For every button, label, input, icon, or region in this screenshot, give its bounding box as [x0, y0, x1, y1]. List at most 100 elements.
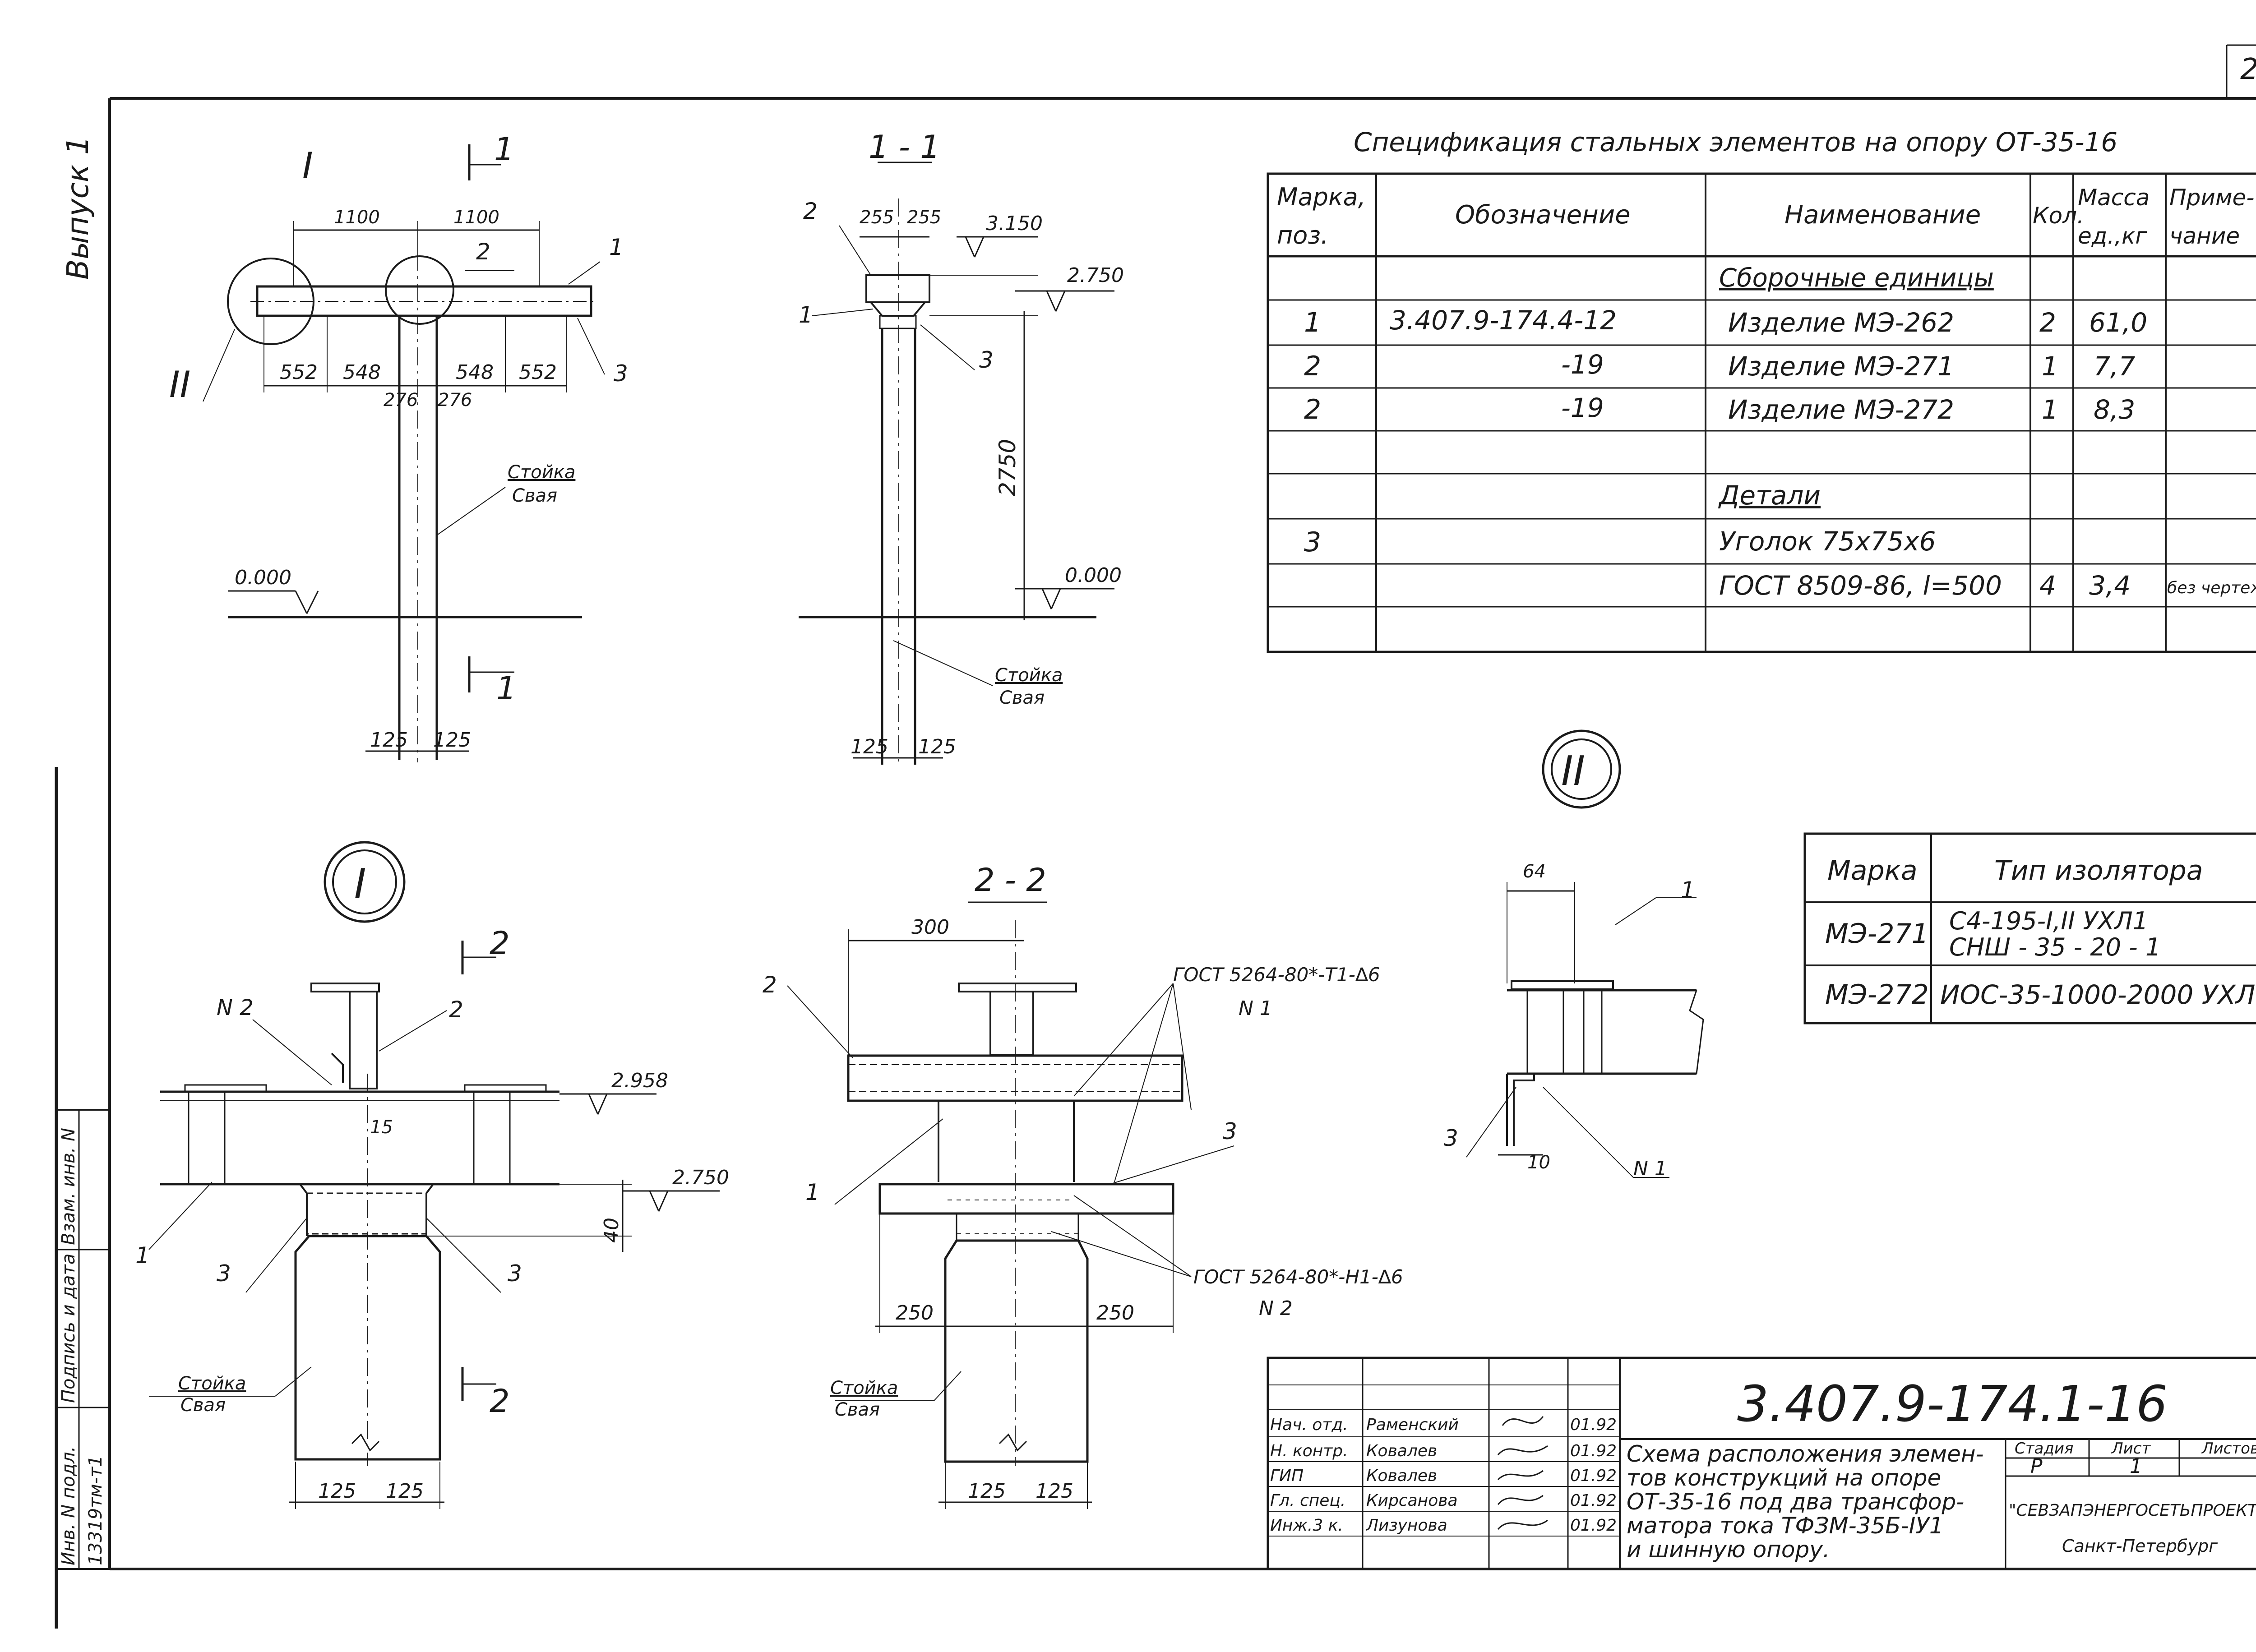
stamp-sheet: 1: [2130, 1455, 2142, 1478]
s22-callout-1: 1: [805, 1179, 820, 1205]
side-vzam: Взам. инв. N: [58, 1128, 79, 1245]
main-view: I II 1 1 1100 1100 552 548 548 552 276 2…: [169, 131, 628, 762]
row3-mark: 2: [1304, 394, 1321, 425]
main-dim-i2: 276: [438, 390, 472, 411]
s11-dim-l: 255: [860, 207, 894, 228]
stamp-role-1: Н. контр.: [1270, 1442, 1348, 1460]
detII-dim10: 10: [1527, 1152, 1550, 1173]
main-pole-label1: Стойка: [508, 462, 575, 483]
stamp-title-4: и шинную опору.: [1627, 1537, 1830, 1563]
page-number: 24: [2240, 53, 2256, 86]
spec-title: Спецификация стальных элементов на опору…: [1354, 127, 2117, 157]
main-pole-label2: Свая: [512, 485, 557, 506]
title-block: 3.407.9-174.1-16 Нач. отд. Раменский 01.…: [1267, 1357, 2256, 1570]
detI-section-bottom: 2: [490, 1383, 510, 1420]
hdr-designation: Обозначение: [1455, 200, 1631, 230]
stamp-title-0: Схема расположения элемен-: [1627, 1441, 1984, 1467]
side-inv-value: 13319тм-т1: [85, 1455, 106, 1565]
detI-level1: 2.958: [611, 1069, 668, 1092]
s22-pole-label1: Стойка: [830, 1378, 898, 1398]
hdr-mass2: ед.,кг: [2078, 223, 2147, 249]
ins-r2-mark: МЭ-272: [1825, 979, 1929, 1011]
s11-pole-label1: Стойка: [995, 665, 1063, 686]
row1-name: Изделие МЭ-262: [1728, 307, 1954, 338]
s11-level-base: 0.000: [1065, 564, 1122, 587]
s22-title: 2 - 2: [975, 862, 1046, 899]
detI-pole-label2: Свая: [180, 1395, 226, 1416]
section-2-2: 2 - 2 300: [763, 862, 1403, 1509]
s22-gost2: ГОСТ 5264-80*-Н1-∆6: [1193, 1266, 1403, 1288]
row5-name: Детали: [1718, 480, 1821, 511]
main-dim-b1: 552: [280, 361, 318, 384]
row7-name: ГОСТ 8509-86, l=500: [1719, 570, 2002, 601]
s22-dim-mid2: 250: [1096, 1301, 1134, 1324]
row3-mass: 8,3: [2094, 394, 2135, 425]
s11-dim-base1: 125: [851, 735, 888, 758]
row2-name: Изделие МЭ-271: [1728, 351, 1954, 382]
detI-dim-base1: 125: [318, 1480, 356, 1503]
stamp-date-2: 01.92: [1570, 1467, 1617, 1485]
detI-mark: I: [354, 860, 366, 908]
stamp-date-4: 01.92: [1570, 1516, 1617, 1535]
ins-r2-type1: ИОС-35-1000-2000 УХЛ: [1940, 979, 2255, 1010]
ins-r1-mark: МЭ-271: [1825, 918, 1929, 950]
main-dim-b4: 552: [519, 361, 557, 384]
stamp-role-4: Инж.3 к.: [1270, 1516, 1343, 1535]
stamp-role-3: Гл. спец.: [1270, 1491, 1345, 1510]
detII-n1: N 1: [1633, 1157, 1667, 1180]
s11-callout-3: 3: [979, 347, 994, 373]
row1-designation: 3.407.9-174.4-12: [1390, 305, 1617, 336]
detII-dim64: 64: [1523, 861, 1546, 882]
row7-qty: 4: [2039, 570, 2056, 601]
detail-II: II 64 10 N 1 1 3: [1444, 729, 1704, 1180]
s22-n1: N 1: [1239, 997, 1272, 1020]
hdr-note2: чание: [2169, 223, 2240, 249]
row7-mass: 3,4: [2089, 570, 2131, 601]
section-1-1: 1 - 1 255 255 3.150 2.750 0.000 2750 125…: [799, 129, 1124, 767]
stamp-role-0: Нач. отд.: [1270, 1416, 1348, 1434]
side-stamp: Взам. инв. N Подпись и дата Инв. N подл.…: [55, 1109, 111, 1570]
detI-pole-label1: Стойка: [178, 1373, 246, 1394]
detI-callout-2: 2: [449, 997, 463, 1023]
side-podpis: Подпись и дата: [58, 1254, 79, 1403]
s22-gost1: ГОСТ 5264-80*-Т1-∆6: [1173, 964, 1380, 986]
s22-dim-mid1: 250: [896, 1301, 934, 1324]
s22-dim-base1: 125: [968, 1480, 1006, 1503]
detI-section-top: 2: [490, 925, 510, 962]
stamp-name-0: Раменский: [1366, 1416, 1459, 1434]
side-inv: Инв. N подл.: [58, 1446, 79, 1565]
s11-dim-base2: 125: [918, 735, 956, 758]
s11-level-top: 3.150: [986, 212, 1043, 235]
main-roman-II: II: [169, 364, 190, 406]
detII-mark: II: [1561, 748, 1585, 795]
row2-qty: 1: [2042, 351, 2058, 382]
hdr-mass1: Масса: [2078, 185, 2150, 211]
s22-dim300: 300: [911, 916, 949, 939]
issue-label: Выпуск 1: [60, 136, 95, 280]
ins-r1-type1: С4-195-I,II УХЛ1: [1949, 907, 2148, 935]
stamp-title-2: ОТ-35-16 под два трансфор-: [1627, 1489, 1964, 1515]
row6-mark: 3: [1304, 526, 1321, 558]
s22-callout-3: 3: [1223, 1118, 1237, 1144]
hdr-name: Наименование: [1784, 200, 1981, 230]
detII-callout-3: 3: [1444, 1125, 1458, 1151]
detI-callout-1: 1: [135, 1242, 150, 1269]
row7-note: без чертежа: [2167, 579, 2256, 597]
main-roman-I: I: [302, 145, 313, 187]
main-callout-3: 3: [614, 360, 628, 387]
detI-level2: 2.750: [672, 1166, 729, 1189]
row6-name: Уголок 75х75х6: [1719, 526, 1936, 557]
stamp-stage: Р: [2030, 1455, 2043, 1478]
stamp-role-2: ГИП: [1270, 1467, 1304, 1485]
detI-dim-base2: 125: [386, 1480, 424, 1503]
main-section-top: 1: [494, 131, 514, 168]
ins-hdr-type: Тип изолятора: [1994, 855, 2203, 886]
stamp-title-3: матора тока ТФЗМ-35Б-IУ1: [1627, 1513, 1944, 1539]
stamp-sheets-label: Листов: [2201, 1440, 2256, 1458]
stamp-city: Санкт-Петербург: [2062, 1536, 2218, 1556]
detI-n2: N 2: [217, 995, 254, 1020]
s11-callout-2: 2: [803, 198, 818, 224]
hdr-mark1: Марка,: [1277, 183, 1366, 211]
detI-callout-3a: 3: [217, 1260, 231, 1287]
